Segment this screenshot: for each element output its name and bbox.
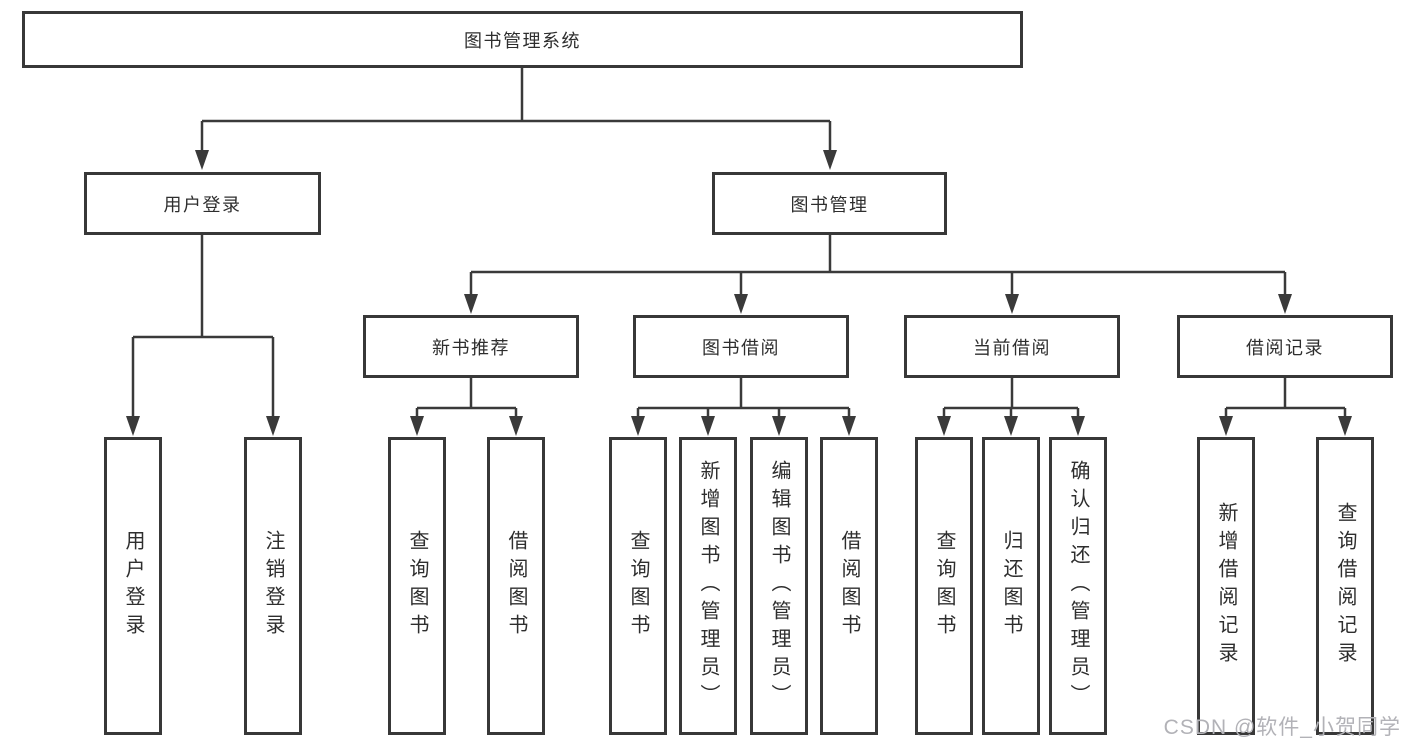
node-label: 新增借阅记录 xyxy=(1215,502,1237,670)
leaf-logout: 注销登录 xyxy=(244,437,302,735)
arrowhead xyxy=(823,150,837,170)
node-label: 用户登录 xyxy=(163,194,242,215)
arrowhead xyxy=(464,294,478,314)
arrowhead xyxy=(1004,416,1018,436)
arrowhead xyxy=(701,416,715,436)
arrowhead xyxy=(772,416,786,436)
leaf-borrow-books-recommend: 借阅图书 xyxy=(487,437,545,735)
node-new-book-recommendation: 新书推荐 xyxy=(363,315,579,378)
arrowhead xyxy=(1278,294,1292,314)
arrowhead xyxy=(1071,416,1085,436)
connector-root-to-level2 xyxy=(200,68,832,152)
node-label: 图书管理 xyxy=(790,194,869,215)
leaf-add-books-admin: 新增图书（管理员） xyxy=(679,437,737,735)
node-label: 查询图书 xyxy=(406,530,428,642)
leaf-confirm-return-admin: 确认归还（管理员） xyxy=(1049,437,1107,735)
node-current-borrowing: 当前借阅 xyxy=(904,315,1120,378)
node-label: 确认归还（管理员） xyxy=(1067,460,1089,712)
node-label: 归还图书 xyxy=(1000,530,1022,642)
node-book-management: 图书管理 xyxy=(712,172,947,235)
leaf-user-login: 用户登录 xyxy=(104,437,162,735)
arrowhead xyxy=(1338,416,1352,436)
arrowhead xyxy=(266,416,280,436)
arrowhead xyxy=(734,294,748,314)
node-root-book-management-system: 图书管理系统 xyxy=(22,11,1023,68)
node-label: 查询图书 xyxy=(933,530,955,642)
leaf-query-books-borrowing: 查询图书 xyxy=(609,437,667,735)
arrowhead xyxy=(509,416,523,436)
arrowhead xyxy=(1005,294,1019,314)
arrowhead xyxy=(195,150,209,170)
node-user-login: 用户登录 xyxy=(84,172,321,235)
arrowhead xyxy=(126,416,140,436)
leaf-query-borrow-record: 查询借阅记录 xyxy=(1316,437,1374,735)
connector-bookborrow-children xyxy=(636,378,851,418)
connector-userlogin-children xyxy=(131,235,275,418)
node-label: 新增图书（管理员） xyxy=(697,460,719,712)
arrowhead xyxy=(842,416,856,436)
node-label: 查询借阅记录 xyxy=(1334,502,1356,670)
node-label: 编辑图书（管理员） xyxy=(768,460,790,712)
node-label: 图书管理系统 xyxy=(464,30,581,51)
node-label: 注销登录 xyxy=(262,530,284,642)
node-label: 当前借阅 xyxy=(973,337,1051,358)
node-label: 图书借阅 xyxy=(702,337,780,358)
node-label: 新书推荐 xyxy=(432,337,510,358)
leaf-query-books-current: 查询图书 xyxy=(915,437,973,735)
node-label: 查询图书 xyxy=(627,530,649,642)
arrowhead xyxy=(410,416,424,436)
connector-newbook-children xyxy=(415,378,518,418)
csdn-watermark: CSDN @软件_小贺同学 xyxy=(1163,716,1401,739)
node-label: 用户登录 xyxy=(122,530,144,642)
arrowhead xyxy=(631,416,645,436)
leaf-add-borrow-record: 新增借阅记录 xyxy=(1197,437,1255,735)
arrowhead xyxy=(937,416,951,436)
leaf-return-books: 归还图书 xyxy=(982,437,1040,735)
node-label: 借阅记录 xyxy=(1246,337,1324,358)
connector-currentborrow-children xyxy=(942,378,1080,418)
node-label: 借阅图书 xyxy=(505,530,527,642)
node-borrowing-records: 借阅记录 xyxy=(1177,315,1393,378)
connector-bookmgmt-to-level3 xyxy=(469,235,1287,296)
node-label: 借阅图书 xyxy=(838,530,860,642)
connector-records-children xyxy=(1224,378,1347,418)
leaf-query-books-recommend: 查询图书 xyxy=(388,437,446,735)
leaf-edit-books-admin: 编辑图书（管理员） xyxy=(750,437,808,735)
node-book-borrowing: 图书借阅 xyxy=(633,315,849,378)
leaf-borrow-books-borrowing: 借阅图书 xyxy=(820,437,878,735)
arrowhead xyxy=(1219,416,1233,436)
